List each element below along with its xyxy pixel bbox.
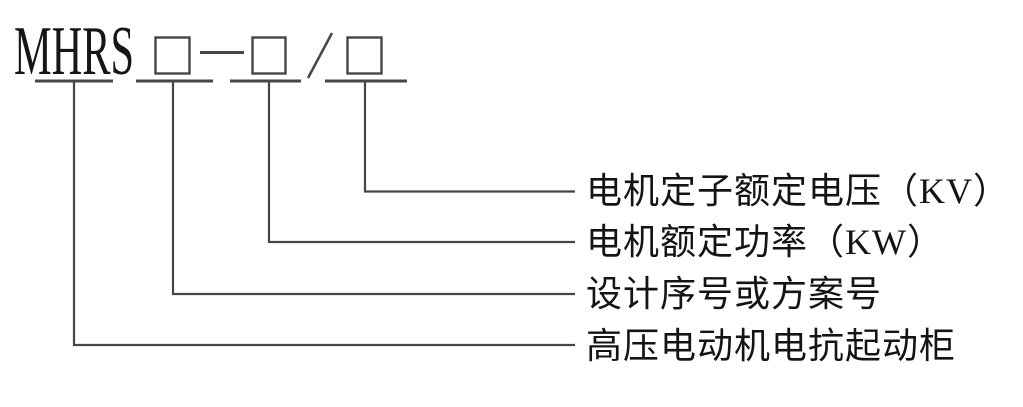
placeholder-box-1 xyxy=(154,36,191,75)
placeholder-box-2 xyxy=(251,36,287,75)
leader-line-box1-to-label3 xyxy=(171,82,575,296)
label-hv-motor-reactance-starting-cabinet: 高压电动机电抗起动柜 xyxy=(586,326,957,366)
leader-line-prefix-to-label4 xyxy=(72,82,575,347)
label-design-serial-or-scheme-number: 设计序号或方案号 xyxy=(586,274,883,314)
leader-line-box3-to-label1 xyxy=(363,82,575,193)
leader-line-box2-to-label2 xyxy=(267,82,575,244)
label-motor-stator-rated-voltage: 电机定子额定电压（KV） xyxy=(586,171,1010,211)
label-motor-rated-power: 电机额定功率（KW） xyxy=(586,222,944,262)
model-prefix-text: MHRS xyxy=(14,13,134,90)
placeholder-box-3 xyxy=(346,36,383,75)
slash-separator xyxy=(306,32,334,79)
